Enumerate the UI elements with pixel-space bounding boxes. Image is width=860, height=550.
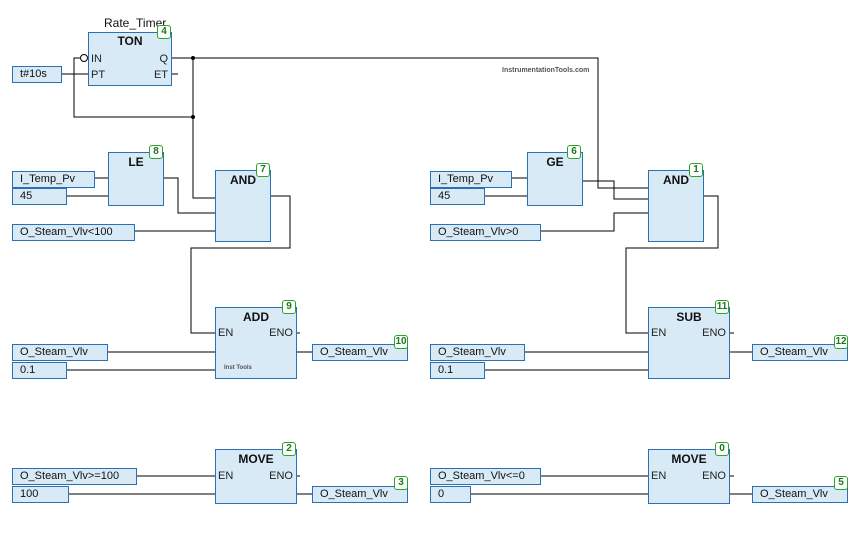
le-input-temp[interactable]: I_Temp_Pv bbox=[12, 171, 95, 188]
move2-condition-var[interactable]: O_Steam_Vlv>=100 bbox=[12, 468, 137, 485]
block-number-badge: 7 bbox=[256, 163, 270, 177]
pin-en: EN bbox=[218, 470, 234, 482]
pin-eno: ENO bbox=[269, 470, 293, 482]
move-block-2[interactable]: MOVE EN ENO bbox=[215, 449, 297, 504]
add-block[interactable]: ADD EN ENO Inst Tools bbox=[215, 307, 297, 379]
sub-input-1[interactable]: O_Steam_Vlv bbox=[430, 344, 525, 361]
wire-q-bus bbox=[171, 57, 648, 189]
ge-input-temp[interactable]: I_Temp_Pv bbox=[430, 171, 512, 188]
sub-output-var[interactable]: O_Steam_Vlv bbox=[752, 344, 848, 361]
block-number-badge: 3 bbox=[394, 476, 408, 490]
junction-dot bbox=[191, 56, 195, 60]
and-block-1[interactable]: AND bbox=[648, 170, 704, 242]
block-title: SUB bbox=[676, 310, 702, 324]
block-number-badge: 8 bbox=[149, 145, 163, 159]
block-number-badge: 5 bbox=[834, 476, 848, 490]
add-output-var[interactable]: O_Steam_Vlv bbox=[312, 344, 408, 361]
move2-output-var[interactable]: O_Steam_Vlv bbox=[312, 486, 408, 503]
ton-timer-block[interactable]: TON IN PT Q ET bbox=[88, 32, 172, 86]
and-block-7[interactable]: AND bbox=[215, 170, 271, 242]
block-title: LE bbox=[128, 155, 144, 169]
pin-en: EN bbox=[651, 470, 667, 482]
sub-input-2[interactable]: 0.1 bbox=[430, 362, 485, 379]
move0-input-var[interactable]: 0 bbox=[430, 486, 471, 503]
block-title: MOVE bbox=[238, 452, 274, 466]
negation-circle bbox=[80, 54, 88, 62]
wire-cond-gt bbox=[540, 212, 648, 232]
block-number-badge: 1 bbox=[689, 163, 703, 177]
move0-output-var[interactable]: O_Steam_Vlv bbox=[752, 486, 848, 503]
block-title: AND bbox=[230, 173, 256, 187]
block-title: GE bbox=[546, 155, 564, 169]
add-input-1[interactable]: O_Steam_Vlv bbox=[12, 344, 108, 361]
wire-ge-out bbox=[582, 180, 648, 200]
ge-input-const[interactable]: 45 bbox=[430, 188, 485, 205]
block-number-badge: 11 bbox=[715, 300, 729, 314]
pin-in: IN bbox=[91, 53, 102, 65]
wire-q-and7 bbox=[192, 117, 215, 199]
wire-le-out bbox=[164, 177, 215, 214]
pin-eno: ENO bbox=[269, 327, 293, 339]
block-number-badge: 12 bbox=[834, 335, 848, 349]
pin-eno: ENO bbox=[702, 327, 726, 339]
wire-and7-out bbox=[190, 195, 291, 334]
block-number-badge: 4 bbox=[157, 25, 171, 39]
block-number-badge: 0 bbox=[715, 442, 729, 456]
block-title: AND bbox=[663, 173, 689, 187]
block-title: TON bbox=[117, 34, 143, 48]
add-input-2[interactable]: 0.1 bbox=[12, 362, 67, 379]
pin-en: EN bbox=[651, 327, 667, 339]
pin-et: ET bbox=[153, 69, 168, 81]
pin-en: EN bbox=[218, 327, 234, 339]
cond-less-than-var[interactable]: O_Steam_Vlv<100 bbox=[12, 224, 135, 241]
move0-condition-var[interactable]: O_Steam_Vlv<=0 bbox=[430, 468, 541, 485]
sub-block[interactable]: SUB EN ENO bbox=[648, 307, 730, 379]
le-input-const[interactable]: 45 bbox=[12, 188, 67, 205]
watermark: InstrumentationTools.com bbox=[502, 67, 590, 74]
block-title: MOVE bbox=[671, 452, 707, 466]
cond-greater-than-var[interactable]: O_Steam_Vlv>0 bbox=[430, 224, 541, 241]
timer-instance-name: Rate_Timer bbox=[104, 16, 167, 30]
ge-block[interactable]: GE bbox=[527, 152, 583, 206]
junction-dot bbox=[191, 115, 195, 119]
block-number-badge: 9 bbox=[282, 300, 296, 314]
block-title: ADD bbox=[243, 310, 269, 324]
wire-and1-out bbox=[625, 195, 719, 334]
block-number-badge: 10 bbox=[394, 335, 408, 349]
timer-preset-var[interactable]: t#10s bbox=[12, 66, 62, 83]
pin-pt: PT bbox=[91, 69, 106, 81]
move2-input-var[interactable]: 100 bbox=[12, 486, 69, 503]
wire-timer-feedback bbox=[73, 57, 194, 118]
block-number-badge: 6 bbox=[567, 145, 581, 159]
inst-tools-tag: Inst Tools bbox=[224, 365, 252, 371]
block-number-badge: 2 bbox=[282, 442, 296, 456]
pin-q: Q bbox=[159, 53, 168, 65]
pin-eno: ENO bbox=[702, 470, 726, 482]
move-block-0[interactable]: MOVE EN ENO bbox=[648, 449, 730, 504]
le-block[interactable]: LE bbox=[108, 152, 164, 206]
